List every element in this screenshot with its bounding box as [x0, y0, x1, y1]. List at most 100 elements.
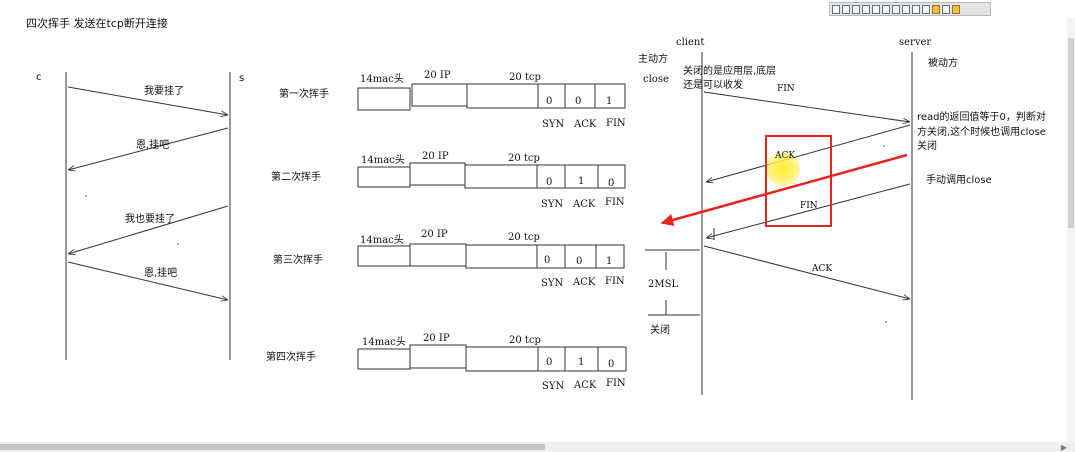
page-title: 四次挥手 发送在tcp断开连接 — [26, 17, 168, 30]
syn-value: 0 — [546, 177, 553, 188]
ip-header-label: 20 IP — [422, 151, 449, 162]
fin-label: FIN — [605, 276, 625, 287]
mac-header-label: 14mac头 — [360, 74, 404, 85]
eraser-tool-icon[interactable] — [912, 4, 920, 14]
vertical-scrollbar[interactable] — [1067, 18, 1075, 442]
ack-arrow-2 — [703, 245, 910, 299]
fin-arrow-2 — [706, 183, 911, 238]
ack-label: ACK — [574, 380, 597, 391]
fin-label: FIN — [606, 118, 626, 129]
close-label: close — [643, 74, 669, 85]
text-tool-icon[interactable] — [902, 4, 910, 14]
ack-value: 1 — [578, 357, 585, 368]
passive-side-label: 被动方 — [928, 58, 958, 69]
drawing-toolbar — [829, 2, 991, 16]
cursor-highlight — [766, 152, 800, 186]
fin-value: 0 — [608, 178, 615, 189]
ack-label: ACK — [573, 277, 596, 288]
stray-dot — [177, 243, 179, 245]
mac-header-label: 14mac头 — [361, 155, 405, 166]
closed-label: 关闭 — [650, 325, 670, 336]
server-label: s — [239, 73, 245, 84]
ack-arrow-1 — [706, 124, 911, 182]
highlighter-tool-icon[interactable] — [892, 4, 900, 14]
note-close-app: 关闭的是应用层,底层 — [683, 66, 777, 77]
mac-box — [357, 348, 411, 370]
fin-value: 0 — [608, 359, 615, 370]
left-message-4: 恩,挂吧 — [144, 268, 178, 279]
segment-title-3: 第三次挥手 — [273, 255, 323, 266]
ip-box — [409, 243, 467, 267]
horizontal-scrollbar-thumb[interactable] — [0, 444, 545, 450]
segment-title-4: 第四次挥手 — [266, 352, 316, 363]
stray-dot — [885, 321, 887, 323]
ack-label: ACK — [573, 199, 596, 210]
syn-value: 0 — [546, 96, 553, 107]
highlight-arrow — [660, 153, 908, 227]
vertical-scrollbar-thumb[interactable] — [1068, 38, 1074, 228]
highlight-box — [765, 135, 832, 227]
fin-label: FIN — [605, 197, 625, 208]
left-message-1: 我要挂了 — [144, 86, 184, 97]
syn-label: SYN — [541, 199, 564, 210]
pen-tool-icon[interactable] — [882, 4, 890, 14]
left-message-arrow-4 — [67, 261, 228, 300]
ack-message-1: ACK — [775, 151, 796, 161]
client-label-right: client — [676, 37, 705, 48]
ack-label: ACK — [574, 119, 597, 130]
syn-label: SYN — [542, 381, 565, 392]
segment-boxes — [357, 83, 627, 372]
ip-box — [409, 344, 467, 369]
left-message-arrow-3 — [68, 205, 229, 254]
mac-box — [357, 87, 411, 111]
mac-box — [357, 166, 411, 188]
mac-header-label: 14mac头 — [362, 337, 406, 348]
tcp-box — [464, 164, 626, 189]
select-tool-icon[interactable] — [832, 4, 840, 14]
ip-header-label: 20 IP — [421, 229, 448, 240]
syn-value: 0 — [544, 255, 551, 266]
wait-label: 2MSL — [648, 279, 679, 290]
tcp-header-label: 20 tcp — [508, 153, 540, 164]
line-tool-icon[interactable] — [862, 4, 870, 14]
undo-tool-icon[interactable] — [922, 4, 930, 14]
syn-label: SYN — [541, 278, 564, 289]
tcp-box — [466, 83, 626, 109]
fin-message-1: FIN — [777, 84, 795, 94]
left-message-2: 恩,挂吧 — [136, 140, 170, 151]
tcp-header-label: 20 tcp — [508, 232, 540, 243]
note-read-1: read的返回值等于0，判断对 — [917, 112, 1046, 123]
arrow-tool-icon[interactable] — [872, 4, 880, 14]
client-label: c — [36, 72, 42, 83]
pin-icon[interactable] — [952, 4, 960, 14]
ack-message-2: ACK — [812, 264, 833, 274]
ip-box — [411, 83, 468, 107]
horizontal-scrollbar[interactable]: ▶ — [0, 442, 1075, 452]
color-picker-icon[interactable] — [932, 4, 940, 14]
mac-header-label: 14mac头 — [360, 235, 404, 246]
tcp-header-label: 20 tcp — [509, 335, 541, 346]
ack-value: 0 — [576, 256, 583, 267]
segment-title-1: 第一次挥手 — [279, 89, 329, 100]
rectangle-tool-icon[interactable] — [842, 4, 850, 14]
scroll-right-arrow-icon[interactable]: ▶ — [1060, 443, 1067, 452]
left-message-arrow-1 — [67, 86, 228, 115]
note-read-3: 关闭 — [917, 141, 937, 152]
fin-value: 1 — [606, 256, 613, 267]
ellipse-tool-icon[interactable] — [852, 4, 860, 14]
fin-label: FIN — [606, 378, 626, 389]
left-message-arrow-2 — [68, 127, 229, 170]
ip-header-label: 20 IP — [423, 333, 450, 344]
active-side-label: 主动方 — [638, 54, 668, 65]
stray-dot — [883, 145, 885, 147]
fin-value: 1 — [606, 96, 613, 107]
stray-dot — [85, 195, 87, 197]
ip-box — [409, 162, 466, 186]
ack-value: 0 — [575, 96, 582, 107]
tcp-header-label: 20 tcp — [509, 72, 541, 83]
server-label-right: server — [899, 37, 932, 48]
left-message-3: 我也要挂了 — [125, 214, 175, 225]
syn-value: 0 — [546, 357, 553, 368]
tcp-box — [465, 244, 625, 269]
dropdown-icon[interactable] — [942, 4, 950, 14]
